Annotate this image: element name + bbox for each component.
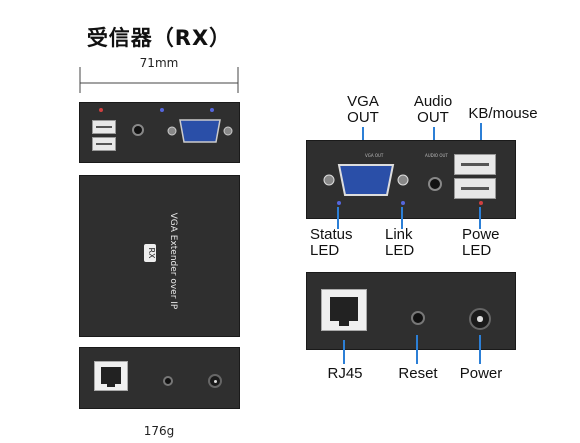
leader-reset [416,335,418,364]
width-dimension-line [79,67,239,93]
usb-port-2 [92,137,116,151]
audio-jack [132,124,144,136]
width-dimension-label: 71mm [139,56,179,70]
rx-badge-box: RX [144,244,156,262]
vga-port-large [323,164,409,196]
leader-power-led [479,207,481,229]
rx-badge: RX [147,247,156,259]
callout-kb-mouse: KB/mouse [468,105,538,122]
callout-power: Power [459,365,503,382]
link-led-large [401,201,405,205]
leader-status-led [337,207,339,229]
power-led [99,108,103,112]
side-text-wrapper: VGA Extender over IP [164,206,178,316]
leader-kb [480,123,482,151]
vga-port [167,119,233,143]
back-panel-left [79,347,240,409]
power-jack-large [469,308,491,330]
side-text: VGA Extender over IP [168,212,178,310]
leader-link-led [401,207,403,229]
status-led [210,108,214,112]
audio-out-tiny-label: AUDIO OUT [425,153,448,158]
leader-power [479,335,481,364]
page-title: 受信器（RX） [86,26,232,50]
device-top-view: VGA Extender over IP RX [79,175,240,337]
usb-port-large-2 [454,178,496,199]
callout-rj45: RJ45 [327,365,363,382]
weight-label: 176g [143,424,175,438]
usb-port-1 [92,120,116,134]
back-panel-right [306,272,516,350]
link-led [160,108,164,112]
usb-port-large-1 [454,154,496,175]
reset-button [163,376,173,386]
front-panel-left [79,102,240,163]
reset-button-large [411,311,425,325]
rj45-port-large [321,289,367,331]
rj45-port [94,361,128,391]
front-panel-right: VGA OUT AUDIO OUT [306,140,516,219]
audio-jack-large [428,177,442,191]
status-led-large [337,201,341,205]
leader-rj45 [343,340,345,364]
callout-reset: Reset [398,365,438,382]
vga-out-tiny-label: VGA OUT [365,153,384,158]
power-jack [208,374,222,388]
power-led-large [479,201,483,205]
